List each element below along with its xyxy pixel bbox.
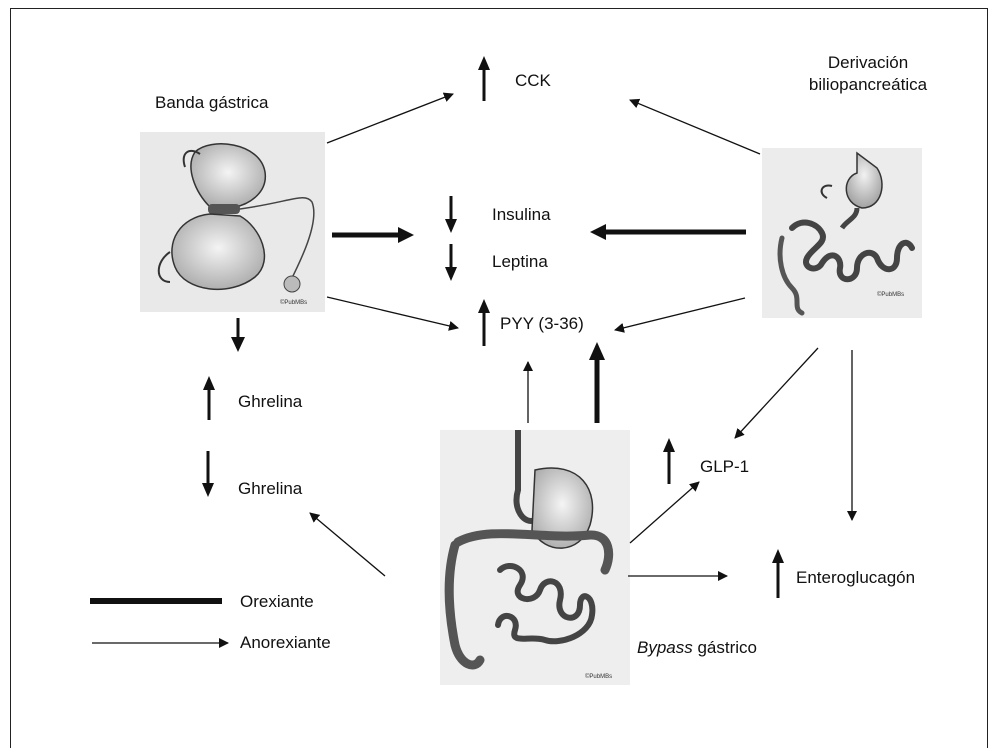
arrow-head bbox=[445, 267, 457, 281]
label-enteroglucagon: Enteroglucagón bbox=[796, 568, 915, 588]
arrow-dbp-to-pyy bbox=[615, 298, 745, 330]
arrow-head bbox=[478, 299, 490, 313]
arrow-head bbox=[203, 376, 215, 390]
arrow-bypass-to-ghrelina bbox=[310, 513, 385, 576]
label-cck: CCK bbox=[515, 71, 551, 91]
label-banda-gastrica: Banda gástrica bbox=[155, 93, 268, 113]
label-bypass-gastrico: Bypass gástrico bbox=[637, 638, 757, 658]
arrow-head bbox=[445, 219, 457, 233]
label-ghrelina-down: Ghrelina bbox=[238, 479, 302, 499]
arrow-head bbox=[202, 483, 214, 497]
legend-orexiante-label: Orexiante bbox=[240, 592, 314, 612]
label-pyy: PYY (3-36) bbox=[500, 314, 584, 334]
arrow-head bbox=[663, 438, 675, 452]
arrow-dbp-to-cck bbox=[630, 100, 760, 154]
legend-anorexiante-label: Anorexiante bbox=[240, 633, 331, 653]
label-derivacion-line2: biliopancreática bbox=[793, 74, 943, 96]
label-leptina: Leptina bbox=[492, 252, 548, 272]
arrow-head bbox=[478, 56, 490, 70]
arrow-band-to-cck bbox=[327, 94, 453, 143]
label-bypass-italic: Bypass bbox=[637, 638, 693, 657]
label-insulina: Insulina bbox=[492, 205, 551, 225]
label-bypass-rest: gástrico bbox=[693, 638, 757, 657]
arrow-head bbox=[590, 224, 606, 240]
label-glp1: GLP-1 bbox=[700, 457, 749, 477]
arrow-head bbox=[589, 342, 605, 360]
arrow-head bbox=[398, 227, 414, 243]
label-derivacion-line1: Derivación bbox=[793, 52, 943, 74]
arrow-bypass-to-glp1 bbox=[630, 482, 699, 543]
label-ghrelina-up: Ghrelina bbox=[238, 392, 302, 412]
label-derivacion: Derivación biliopancreática bbox=[793, 52, 943, 96]
arrow-dbp-to-glp1 bbox=[735, 348, 818, 438]
arrow-head bbox=[772, 549, 784, 563]
arrow-band-to-pyy bbox=[327, 297, 458, 328]
arrow-head bbox=[231, 337, 245, 352]
